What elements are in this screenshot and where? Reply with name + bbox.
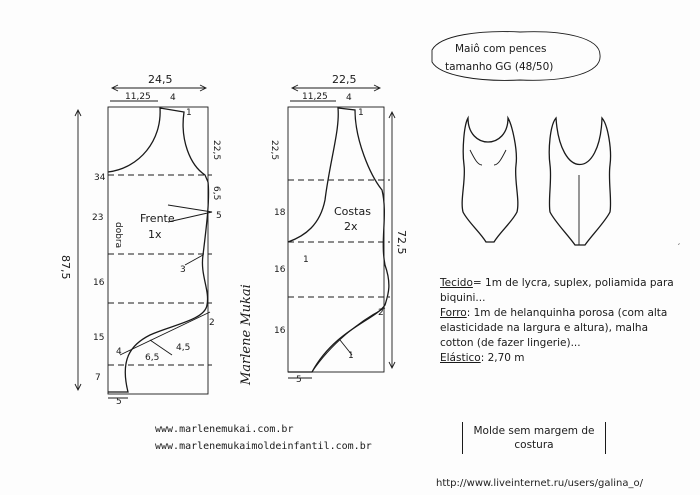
url-block: www.marlenemukai.com.br www.marlenemukai… [155,421,372,455]
back-frame [287,106,385,373]
back-seg-1: 18 [274,208,286,218]
front-point-1: 1 [186,108,192,118]
front-seg-1: 34 [94,173,106,183]
front-crotch-line-2 [149,339,173,356]
back-sketch-outline [548,116,612,246]
back-crotch-line [339,339,353,356]
back-point-1-low: 1 [348,351,354,361]
front-seg-3: 16 [93,278,105,288]
front-piece: 24,5 11,25 4 1 87,5 34 23 16 15 7 22,5 6… [59,73,222,407]
front-seg-4: 15 [93,333,104,343]
forro-label: Forro [440,307,467,319]
front-seg-2: 23 [92,213,103,223]
back-outline [287,107,390,373]
front-right-top: 22,5 [211,140,221,160]
note-text: Molde sem margem de costura [473,425,595,451]
tecido-line: Tecido= 1m de lycra, suplex, poliamida p… [440,276,680,306]
signature: Marlene Mukai [239,284,254,386]
front-point-2: 2 [209,318,215,328]
front-sketch-outline [461,115,519,243]
url-2[interactable]: www.marlenemukaimoldeinfantil.com.br [155,441,372,452]
back-point-1-mid: 1 [303,255,309,265]
front-height-label: 87,5 [59,255,72,280]
front-dart-lower [184,254,204,266]
front-width-label: 24,5 [148,73,173,86]
materials-block: Tecido= 1m de lycra, suplex, poliamida p… [440,276,680,366]
front-width-arrows [110,84,208,92]
forro-text: : 1m de helanquinha porosa (com alta ela… [440,307,668,349]
front-bottom-5: 5 [116,397,122,407]
back-neck-label: 11,25 [302,92,328,102]
back-height-label: 72,5 [395,230,408,255]
front-label-45: 4,5 [176,343,190,353]
back-point-2: 2 [378,308,384,318]
back-seg-2: 16 [274,265,286,275]
front-label-65: 6,5 [145,353,159,363]
elastico-text: : 2,70 m [480,352,525,364]
front-strap-label: 4 [170,93,176,103]
back-width-label: 22,5 [332,73,357,86]
back-piece: 22,5 11,25 4 1 22,5 18 16 16 72,5 1 2 1 … [269,73,408,385]
front-name: Frente [140,212,175,225]
back-qty: 2x [344,220,358,233]
front-sketch-darts [469,149,507,166]
back-width-arrows [290,84,382,92]
tecido-label: Tecido [440,277,473,289]
title-bubble: Maiô com pences tamanho GG (48/50) [431,31,601,81]
watermark-url[interactable]: http://www.liveinternet.ru/users/galina_… [436,478,643,489]
forro-line: Forro: 1m de helanquinha porosa (com alt… [440,306,680,351]
front-qty: 1x [148,228,162,241]
front-sketch [461,115,519,243]
front-frame [107,106,209,395]
elastico-label: Elástico [440,352,481,364]
front-neck-label: 11,25 [125,92,151,102]
back-strap-label: 4 [346,93,352,103]
front-point-5: 5 [216,211,222,221]
front-outline [107,107,210,393]
elastico-line: Elástico: 2,70 m [440,351,680,366]
front-fold-label: dobra [113,222,123,248]
front-point-4: 4 [116,347,122,357]
front-right-mid: 6,5 [211,186,221,200]
back-crotch-curve [311,307,386,373]
back-point-1: 1 [358,108,364,118]
back-sketch [548,116,612,246]
front-crotch-line-1 [119,311,211,356]
margin-mark: ′ [678,243,680,253]
front-dart [167,204,213,223]
back-seg-3: 16 [274,326,286,336]
url-1[interactable]: www.marlenemukai.com.br [155,424,294,435]
back-left-top: 22,5 [269,140,279,160]
seam-allowance-note: Molde sem margem de costura [462,422,606,454]
back-height-arrows [388,110,396,370]
front-seg-5: 7 [95,373,101,383]
back-bottom-5: 5 [296,375,302,385]
tecido-text: = 1m de lycra, suplex, poliamida para bi… [440,277,674,304]
title-line-2: tamanho GG (48/50) [445,61,553,73]
title-line-1: Maiô com pences [455,43,546,55]
title-cloud [431,31,601,81]
front-point-3: 3 [180,265,186,275]
back-name: Costas [334,205,371,218]
front-height-arrows [74,108,82,392]
